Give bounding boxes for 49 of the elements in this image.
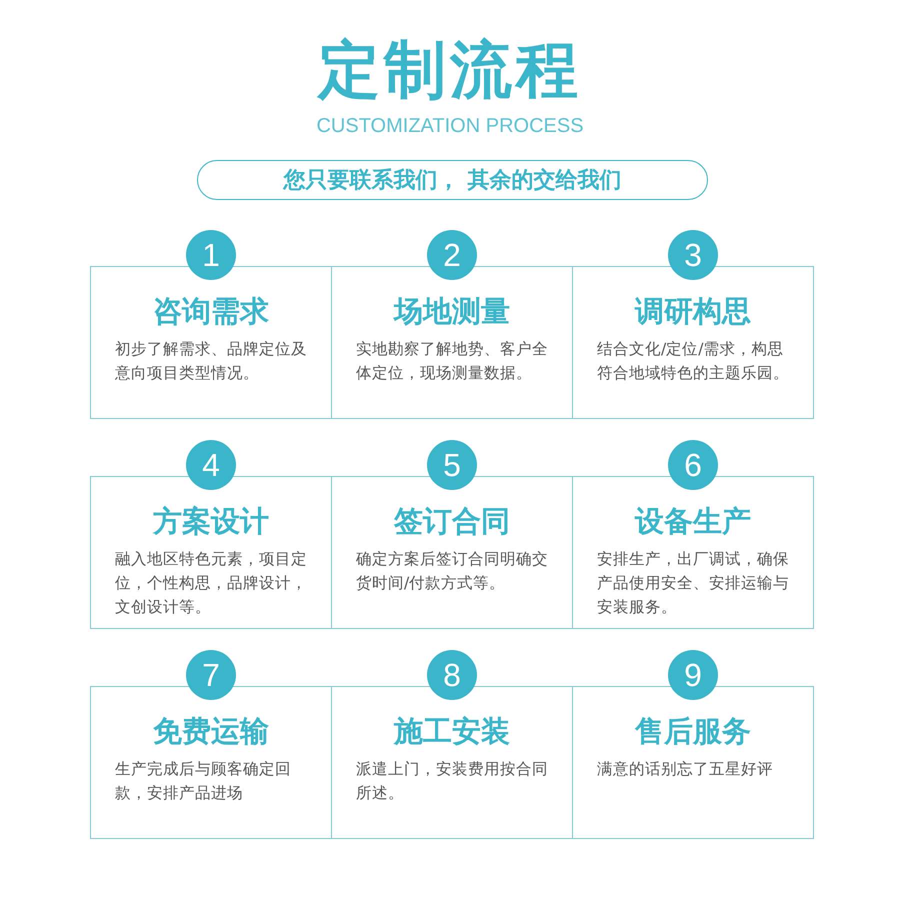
step-title: 免费运输 <box>152 713 270 749</box>
step-card <box>331 686 573 839</box>
step-card <box>90 476 332 629</box>
step-title: 场地测量 <box>392 293 511 329</box>
step-description: 派遣上门，安装费用按合同所述。 <box>356 759 549 804</box>
step-number-circle <box>668 650 718 700</box>
step-title: 施工安装 <box>392 713 511 749</box>
step-card <box>572 266 814 419</box>
step-title: 咨询需求 <box>152 293 270 329</box>
step-card <box>331 266 573 419</box>
title-text: 定制流程 <box>316 32 583 108</box>
step-number: 4 <box>202 447 220 483</box>
step-number: 8 <box>443 657 461 693</box>
step-number-circle <box>668 440 718 490</box>
step-number: 2 <box>443 237 461 273</box>
step-number: 1 <box>202 237 220 273</box>
step-card <box>90 266 332 419</box>
step-number: 3 <box>684 237 702 273</box>
step-number: 9 <box>684 657 702 693</box>
step-description: 安排生产，出厂调试，确保产品使用安全、安排运输与安装服务。 <box>597 549 790 618</box>
step-number: 6 <box>684 447 702 483</box>
step-title: 方案设计 <box>152 503 270 539</box>
step-card <box>572 476 814 629</box>
step-description: 生产完成后与顾客确定回款，安排产品进场 <box>115 759 292 804</box>
subtitle-text: CUSTOMIZATION PROCESS <box>315 114 585 139</box>
slogan-text: 您只要联系我们， 其余的交给我们 <box>284 166 622 195</box>
step-number-circle <box>427 230 477 280</box>
step-card <box>331 476 573 629</box>
step-number-circle <box>668 230 718 280</box>
step-card <box>572 686 814 839</box>
step-number: 5 <box>443 447 461 483</box>
step-number-circle <box>186 650 236 700</box>
step-number-circle <box>186 230 236 280</box>
step-title: 售后服务 <box>634 713 752 749</box>
step-title: 设备生产 <box>634 503 752 539</box>
step-number-circle <box>186 440 236 490</box>
step-description: 结合文化/定位/需求，构思符合地域特色的主题乐园。 <box>597 339 790 384</box>
step-title: 调研构思 <box>634 293 752 329</box>
slogan-pill <box>197 160 708 200</box>
step-description: 融入地区特色元素，项目定位，个性构思，品牌设计，文创设计等。 <box>115 549 308 618</box>
step-number-circle <box>427 440 477 490</box>
step-description: 实地勘察了解地势、客户全体定位，现场测量数据。 <box>356 339 549 384</box>
step-number: 7 <box>202 657 220 693</box>
step-description: 初步了解需求、品牌定位及意向项目类型情况。 <box>115 339 308 384</box>
step-card <box>90 686 332 839</box>
step-description: 确定方案后签订合同明确交货时间/付款方式等。 <box>356 549 549 594</box>
step-description: 满意的话别忘了五星好评 <box>597 759 774 780</box>
step-number-circle <box>427 650 477 700</box>
step-title: 签订合同 <box>392 503 511 539</box>
